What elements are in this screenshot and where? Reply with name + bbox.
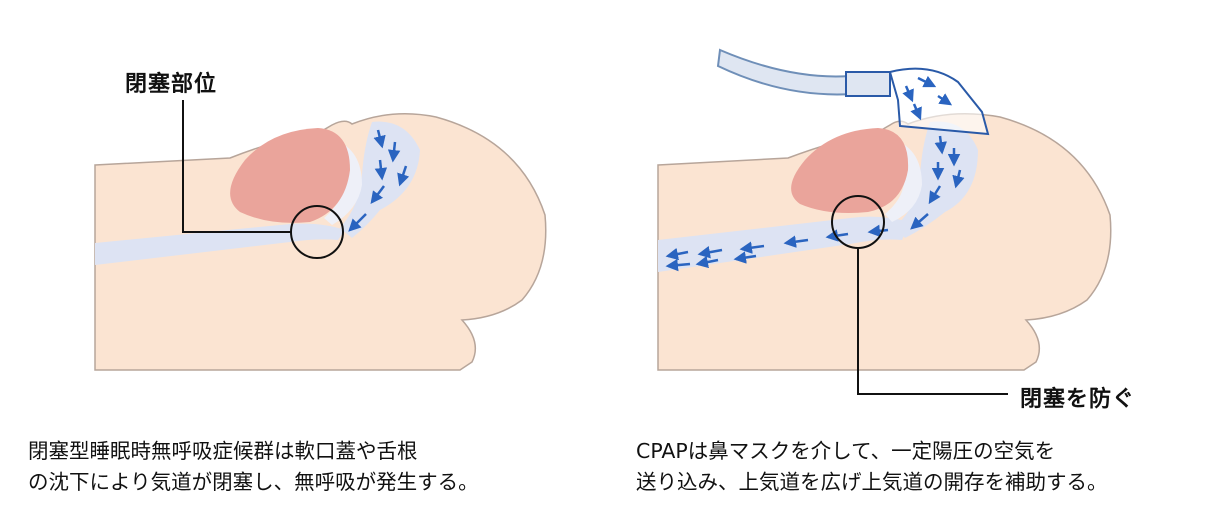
airflow-arrow-icon	[695, 255, 719, 269]
cpap-mask-icon	[888, 67, 990, 136]
airflow-arrow-icon	[397, 165, 410, 187]
airflow-arrow-icon	[937, 93, 953, 106]
airflow-arrow-icon	[733, 251, 757, 264]
airflow-arrow-icon	[867, 224, 889, 238]
prevent-obstruction-label: 閉塞を防ぐ	[1020, 387, 1136, 412]
airflow-arrow-icon	[783, 235, 809, 248]
obstruction-site-label: 閉塞部位	[125, 72, 218, 97]
airflow-arrow-icon	[739, 241, 765, 254]
airflow-arrow-icon	[370, 185, 385, 204]
airflow-arrow-icon	[348, 213, 367, 232]
right-caption-line-2: 送り込み、上気道を広げ上気道の開存を補助する。	[636, 470, 1108, 494]
airflow-arrow-icon	[910, 103, 922, 121]
left-caption: 閉塞型睡眠時無呼吸症候群は軟口蓋や舌根 の沈下により気道が閉塞し、無呼吸が発生す…	[28, 436, 479, 498]
airflow-arrows-left	[348, 129, 410, 232]
air-tube-icon	[716, 48, 854, 96]
airflow-arrow-icon	[902, 85, 914, 103]
soft-palate-left	[324, 140, 362, 225]
tongue-left	[230, 128, 350, 223]
airflow-arrow-icon	[374, 159, 388, 181]
airflow-arrow-icon	[825, 229, 849, 242]
left-panel-illustration	[94, 100, 547, 371]
airflow-arrow-icon	[910, 213, 929, 230]
trachea-left	[95, 223, 345, 265]
right-panel-illustration	[657, 48, 1112, 395]
head-silhouette-left	[94, 113, 547, 371]
airflow-arrow-icon	[665, 247, 689, 261]
callout-leader-right	[857, 248, 1008, 395]
airflow-arrow-icon	[917, 75, 937, 88]
callout-leader-left	[182, 100, 291, 233]
right-caption-line-1: CPAPは鼻マスクを介して、一定陽圧の空気を	[636, 439, 1056, 463]
left-caption-line-2: の沈下により気道が閉塞し、無呼吸が発生する。	[28, 470, 479, 494]
airflow-arrow-icon	[952, 169, 965, 189]
airflow-arrow-icon	[665, 258, 691, 272]
soft-palate-right	[885, 140, 922, 222]
airflow-arrow-icon	[928, 185, 942, 205]
right-caption: CPAPは鼻マスクを介して、一定陽圧の空気を 送り込み、上気道を広げ上気道の開存…	[636, 436, 1108, 498]
airflow-arrow-icon	[697, 246, 723, 259]
airflow-arrows-right	[665, 75, 965, 272]
airflow-arrow-icon	[934, 135, 947, 155]
airflow-arrow-icon	[387, 141, 401, 163]
left-caption-line-1: 閉塞型睡眠時無呼吸症候群は軟口蓋や舌根	[28, 439, 418, 463]
airflow-arrow-icon	[373, 129, 386, 149]
head-silhouette-right	[657, 113, 1112, 371]
tube-connector	[845, 71, 891, 97]
tongue-right	[791, 128, 909, 213]
